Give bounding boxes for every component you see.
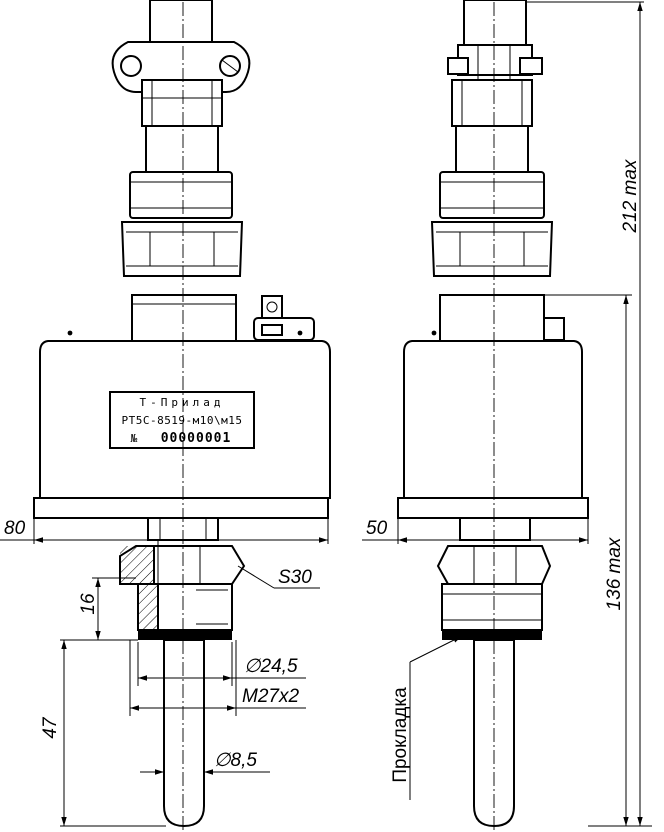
dimensions: 212 max 136 max 80 50 S30 16 47 <box>0 1 652 827</box>
flange <box>33 497 329 519</box>
plate-maker: Т-Прилад <box>140 396 225 409</box>
dim-width-front: 80 <box>4 518 26 539</box>
plate-model: РТ5С-8519-м10\м15 <box>121 414 242 427</box>
dim-thread-height: 16 <box>78 593 99 615</box>
dim-probe-length: 47 <box>40 716 61 739</box>
plate-serial-label: № <box>131 432 138 445</box>
dim-width-side: 50 <box>366 518 388 539</box>
gasket-front <box>138 630 232 640</box>
dim-wrench: S30 <box>278 567 312 588</box>
housing-side <box>403 340 583 499</box>
clamp-hole-left <box>120 55 142 77</box>
plate-serial: 00000001 <box>161 431 232 446</box>
gasket-side <box>442 630 542 640</box>
cable-gland-nut <box>120 221 244 277</box>
upper-nut <box>141 79 223 127</box>
neck <box>131 294 237 342</box>
label-gasket: Прокладка <box>390 687 411 783</box>
upper-collar <box>129 171 233 219</box>
dim-height-lower: 136 max <box>604 536 625 610</box>
probe <box>163 639 205 828</box>
dim-height-total: 212 max <box>620 158 641 233</box>
side-view <box>397 0 589 830</box>
hex-nut <box>153 545 246 585</box>
front-view: Т-Прилад РТ5С-8519-м10\м15 № 00000001 <box>33 0 331 830</box>
dim-diameter-seal: ∅24,5 <box>244 656 298 677</box>
dim-thread: M27x2 <box>242 686 299 707</box>
dim-diameter-probe: ∅8,5 <box>214 750 257 771</box>
name-plate <box>109 391 255 449</box>
